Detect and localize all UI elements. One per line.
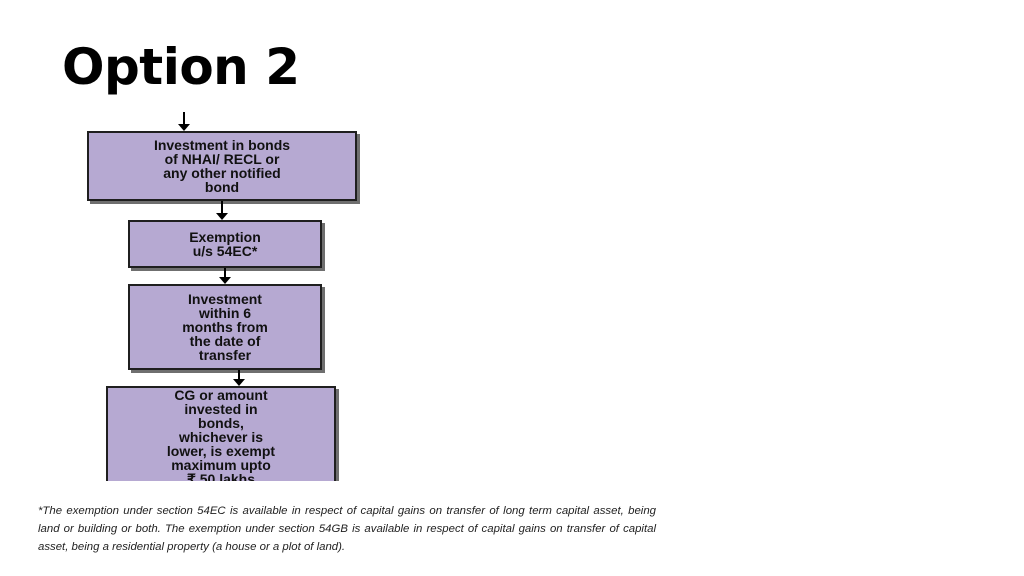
arrow-down-icon <box>216 201 228 220</box>
flow-step-exempt-amount: CG or amount invested in bonds, whicheve… <box>106 386 336 481</box>
flow-step-text: CG or amount invested in bonds, whicheve… <box>166 387 276 481</box>
flow-step-time-limit: Investment within 6 months from the date… <box>128 284 322 370</box>
arrow-down-icon <box>219 268 231 284</box>
flow-step-text: Exemption u/s 54EC* <box>189 229 261 259</box>
flow-step-text: Investment within 6 months from the date… <box>182 291 268 363</box>
slide-title: Option 2 <box>62 38 300 96</box>
arrow-down-icon <box>178 112 190 131</box>
footnote: *The exemption under section 54EC is ava… <box>38 505 656 554</box>
flow-step-clip: CG or amount invested in bonds, whicheve… <box>100 380 350 481</box>
flow-step-text: Investment in bonds of NHAI/ RECL or any… <box>153 137 291 195</box>
arrow-down-icon <box>233 370 245 386</box>
flow-step-exemption: Exemption u/s 54EC* <box>128 220 322 268</box>
flow-step-bond-investment: Investment in bonds of NHAI/ RECL or any… <box>87 131 357 201</box>
